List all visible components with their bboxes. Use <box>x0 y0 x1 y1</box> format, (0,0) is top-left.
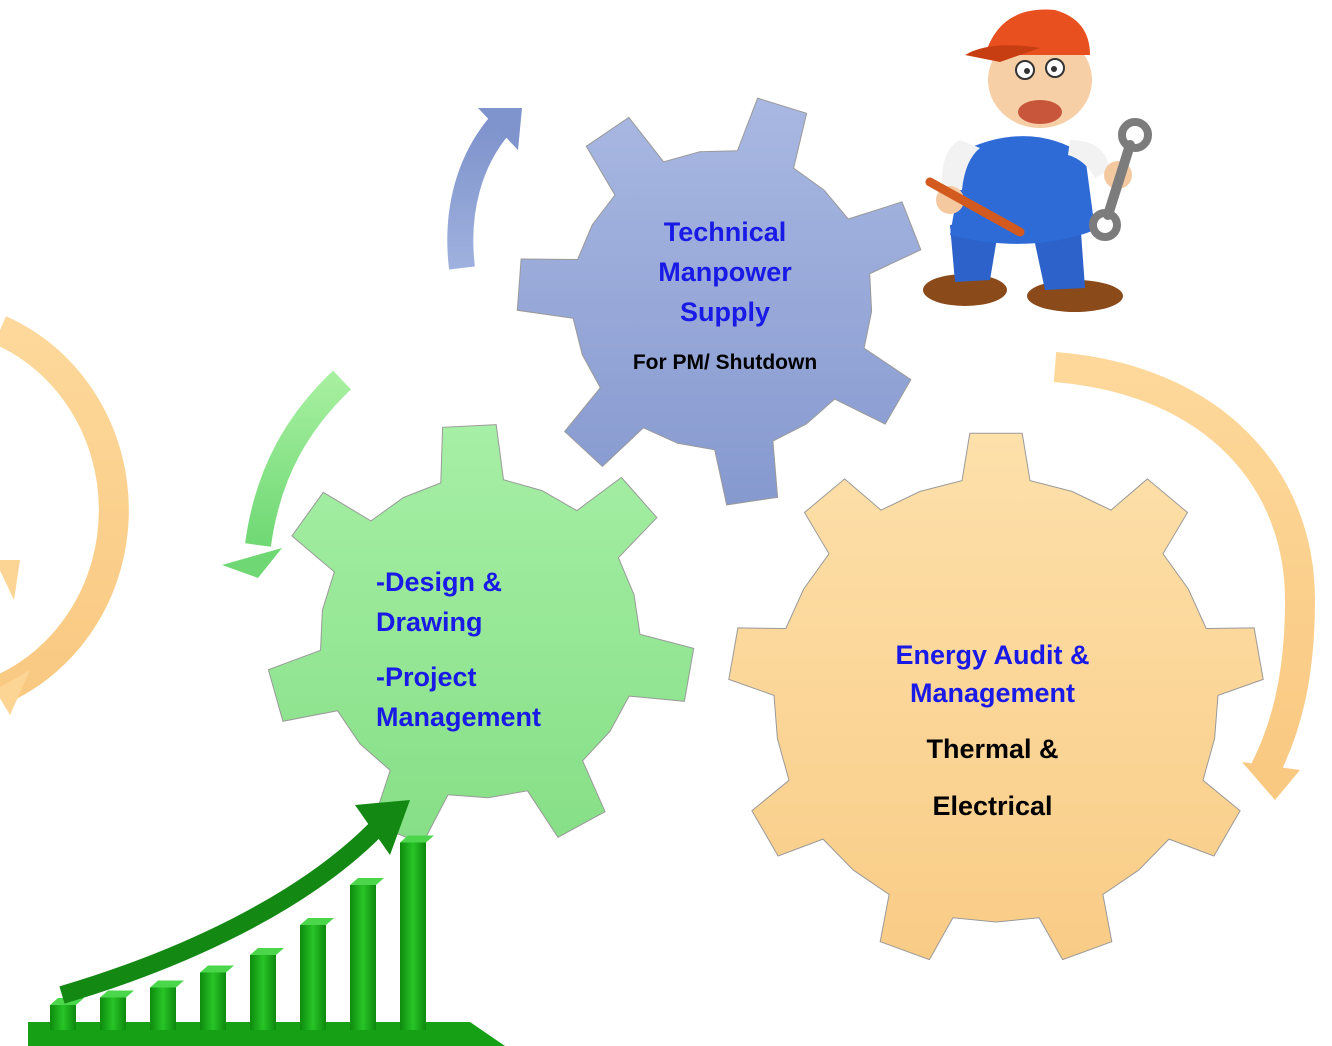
energy-gear-subtitle-thermal: Thermal & <box>926 734 1059 764</box>
technical-gear-shape <box>516 97 922 506</box>
design-drawing-label: -Design & Drawing <box>376 567 503 637</box>
growth-bar <box>350 885 376 1030</box>
growth-bar-top <box>200 965 234 973</box>
growth-bar <box>200 972 226 1030</box>
technical-gear-subtitle: For PM/ Shutdown <box>632 351 818 374</box>
growth-bar <box>50 1005 76 1030</box>
growth-bar-top <box>400 835 434 843</box>
growth-bar <box>300 925 326 1030</box>
design-gear-shape <box>267 424 695 845</box>
left-orange-arc-arrow <box>0 316 129 715</box>
green-cycle-arrow <box>222 370 352 578</box>
energy-gear-title: Energy Audit & Management <box>895 640 1090 708</box>
energy-gear-shape <box>728 432 1264 961</box>
energy-audit-gear <box>728 432 1264 961</box>
growth-bar-top <box>100 990 134 998</box>
technical-gear-title: Technical Manpower Supply <box>658 217 792 327</box>
design-project-gear <box>267 424 695 845</box>
growth-bar-top <box>250 948 284 955</box>
growth-bar-top <box>350 878 384 885</box>
growth-bar <box>400 842 426 1030</box>
project-management-label: -Project Management <box>376 662 542 732</box>
growth-bar-chart-icon <box>28 800 505 1046</box>
growth-bar-top <box>150 980 184 988</box>
growth-bar-top <box>300 918 334 925</box>
growth-bar <box>150 987 176 1030</box>
growth-bar <box>250 955 276 1030</box>
energy-gear-subtitle-electrical: Electrical <box>932 791 1053 821</box>
blue-cycle-arrow <box>447 108 522 270</box>
technical-manpower-gear <box>516 97 922 506</box>
growth-bar <box>100 997 126 1030</box>
orange-cycle-arrow <box>1053 352 1316 800</box>
cartoon-worker-with-wrench-icon <box>923 9 1152 312</box>
